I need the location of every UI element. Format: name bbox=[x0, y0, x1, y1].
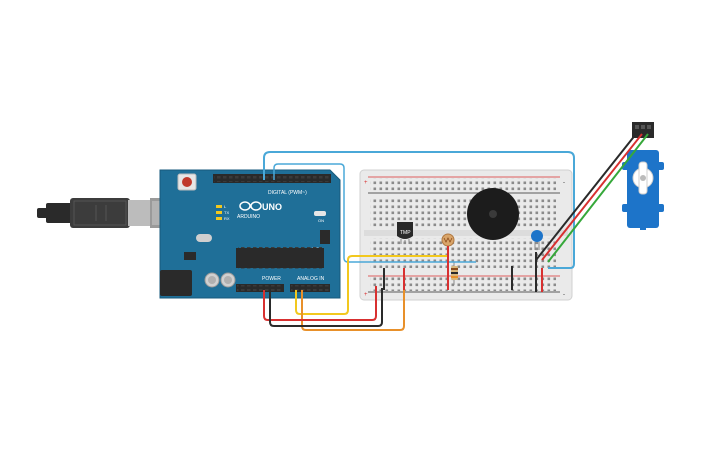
micro-servo[interactable] bbox=[622, 122, 664, 230]
photoresistor[interactable] bbox=[441, 233, 455, 247]
rail-plus-label: + bbox=[364, 180, 368, 186]
servo-wire-signal[interactable] bbox=[547, 133, 649, 263]
temperature-sensor-label: TMP bbox=[400, 230, 411, 236]
board-capacitors bbox=[204, 272, 236, 288]
wire-blue-signal-2[interactable] bbox=[273, 163, 476, 263]
ceramic-capacitor[interactable] bbox=[531, 230, 543, 250]
analog-label: ANALOG IN bbox=[297, 276, 325, 282]
top-power-rail-holes[interactable] bbox=[370, 178, 556, 192]
crystal-oscillator bbox=[196, 234, 212, 242]
tx-led bbox=[216, 211, 222, 214]
chip-pins-bottom bbox=[238, 268, 322, 270]
tx-led-label: TX bbox=[224, 210, 229, 215]
l-led-label: L bbox=[224, 204, 227, 209]
wire-black-ground[interactable] bbox=[269, 288, 383, 327]
power-label: POWER bbox=[262, 276, 281, 282]
resistor[interactable] bbox=[451, 262, 458, 285]
power-jack[interactable] bbox=[160, 270, 192, 296]
on-led-label: ON bbox=[318, 218, 324, 223]
servo-wire-ground[interactable] bbox=[535, 133, 637, 261]
piezo-buzzer[interactable] bbox=[467, 188, 519, 240]
digital-header-pins[interactable] bbox=[214, 176, 330, 182]
bottom-power-rail-holes[interactable] bbox=[370, 277, 556, 291]
temperature-sensor[interactable]: TMP bbox=[397, 222, 413, 244]
voltage-regulator bbox=[184, 252, 196, 260]
arduino-logo-icon bbox=[239, 201, 262, 211]
icsp-header[interactable] bbox=[320, 230, 330, 244]
rx-led-label: RX bbox=[224, 216, 230, 221]
analog-header-pins[interactable] bbox=[291, 285, 329, 291]
digital-header-label: DIGITAL (PWM~) bbox=[268, 190, 307, 196]
rail-minus-label: - bbox=[563, 180, 565, 186]
l-led bbox=[216, 205, 222, 208]
board-model-label: UNO bbox=[262, 202, 282, 212]
wire-yellow-analog[interactable] bbox=[295, 255, 448, 315]
rail-minus-label-bottom: - bbox=[563, 292, 565, 298]
wire-red-power[interactable] bbox=[263, 286, 377, 321]
breadboard[interactable]: + + - - bbox=[359, 169, 573, 301]
lower-terminal-strip[interactable] bbox=[370, 238, 556, 268]
wire-orange-analog[interactable] bbox=[301, 286, 405, 331]
servo-wire-power[interactable] bbox=[541, 133, 643, 261]
rail-plus-label-bottom: + bbox=[364, 292, 368, 298]
chip-pins-top bbox=[238, 246, 322, 248]
wire-blue-signal-1[interactable] bbox=[263, 151, 575, 269]
rx-led bbox=[216, 217, 222, 220]
board-brand-label: ARDUINO bbox=[237, 214, 260, 220]
on-led bbox=[314, 211, 326, 216]
arduino-uno-board[interactable]: DIGITAL (PWM~) L TX RX UNO ARDUINO ON IC… bbox=[159, 169, 341, 299]
power-header-pins[interactable] bbox=[237, 285, 283, 291]
atmega-chip bbox=[236, 248, 324, 268]
center-channel bbox=[364, 230, 568, 236]
reset-button[interactable] bbox=[177, 173, 197, 191]
